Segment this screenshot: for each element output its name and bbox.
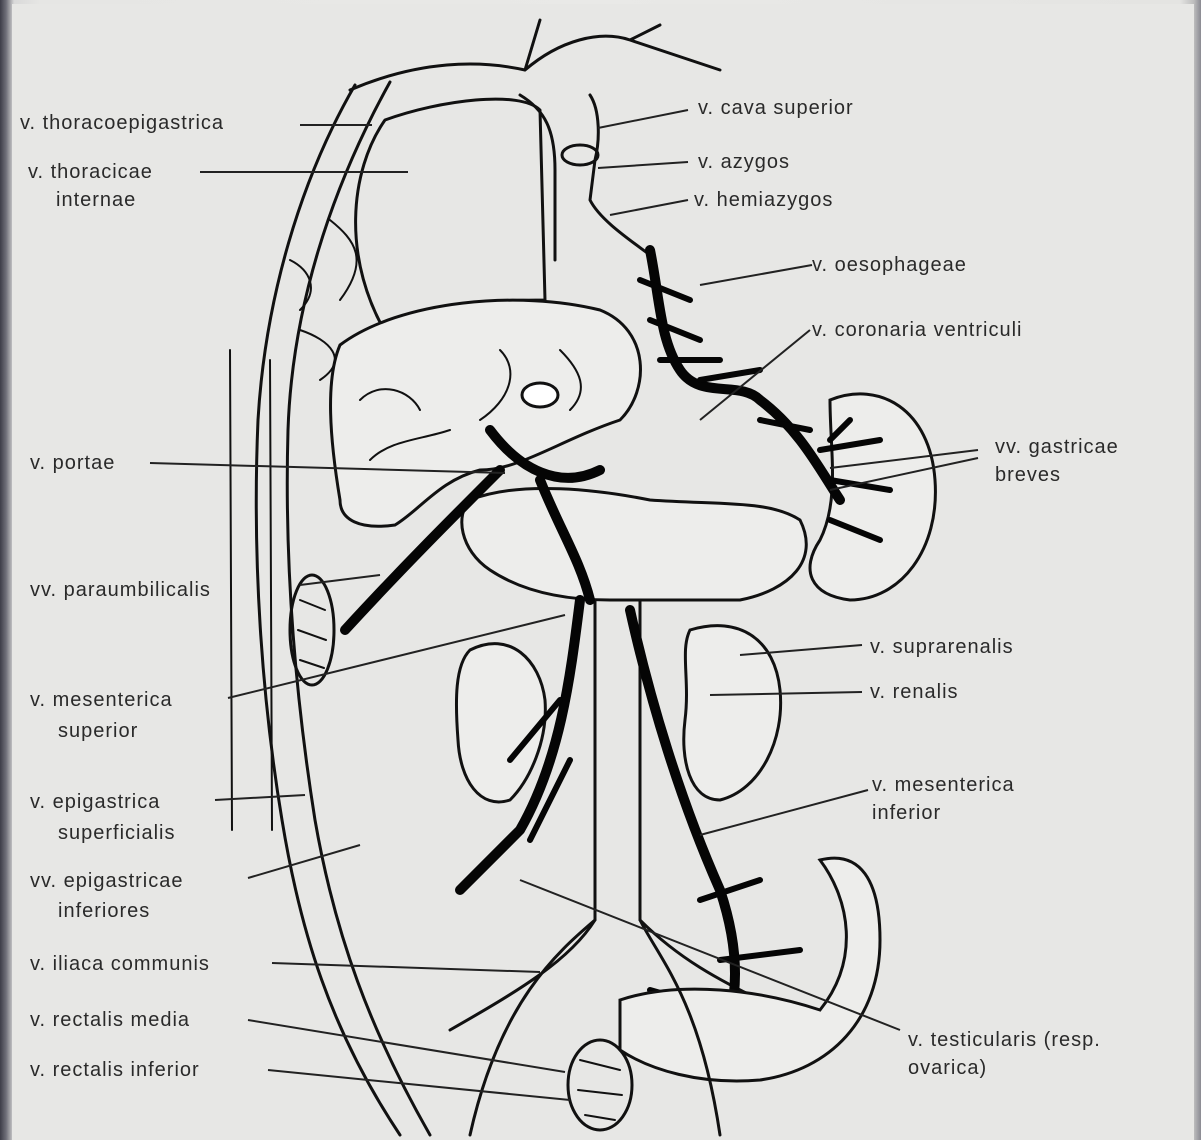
sigmoid-colon (620, 858, 880, 1081)
label-epigastrica-superficialis-line2: superficialis (58, 818, 175, 848)
label-renalis: v. renalis (870, 677, 959, 707)
label-rectalis-media: v. rectalis media (30, 1005, 190, 1035)
label-testicularis-line2: ovarica) (908, 1053, 987, 1083)
label-mesenterica-superior-line1: v. mesenterica (30, 685, 173, 715)
stomach (462, 488, 806, 600)
label-thoracicae-line2: internae (56, 185, 136, 215)
label-mesenterica-inferior-line2: inferior (872, 798, 941, 828)
label-epigastricae-inferiores-line1: vv. epigastricae (30, 866, 183, 896)
label-mesenterica-superior-line2: superior (58, 716, 138, 746)
label-coronaria-ventriculi: v. coronaria ventriculi (812, 315, 1022, 345)
label-epigastricae-inferiores-line2: inferiores (58, 896, 150, 926)
label-portae: v. portae (30, 448, 115, 478)
label-oesophageae: v. oesophageae (812, 250, 967, 280)
label-gastricae-breves-line2: breves (995, 460, 1061, 490)
label-thoracicae-line1: v. thoracicae (28, 157, 153, 187)
label-suprarenalis: v. suprarenalis (870, 632, 1014, 662)
label-epigastrica-superficialis-line1: v. epigastrica (30, 787, 160, 817)
umbilical-plexus (290, 575, 334, 685)
label-paraumbilicalis: vv. paraumbilicalis (30, 575, 211, 605)
label-iliaca-communis: v. iliaca communis (30, 949, 210, 979)
right-kidney (684, 626, 781, 800)
label-azygos: v. azygos (698, 147, 790, 177)
superior-vena-cava (350, 20, 720, 90)
left-kidney (456, 644, 545, 802)
label-testicularis-line1: v. testicularis (resp. (908, 1025, 1101, 1055)
spleen (810, 394, 935, 600)
thoracoepigastric-vein-outline (256, 85, 400, 1135)
label-cava-superior: v. cava superior (698, 93, 854, 123)
label-thoracoepigastrica: v. thoracoepigastrica (20, 108, 224, 138)
label-gastricae-breves-line1: vv. gastricae (995, 432, 1119, 462)
label-rectalis-inferior: v. rectalis inferior (30, 1055, 200, 1085)
label-mesenterica-inferior-line1: v. mesenterica (872, 770, 1015, 800)
label-hemiazygos: v. hemiazygos (694, 185, 833, 215)
